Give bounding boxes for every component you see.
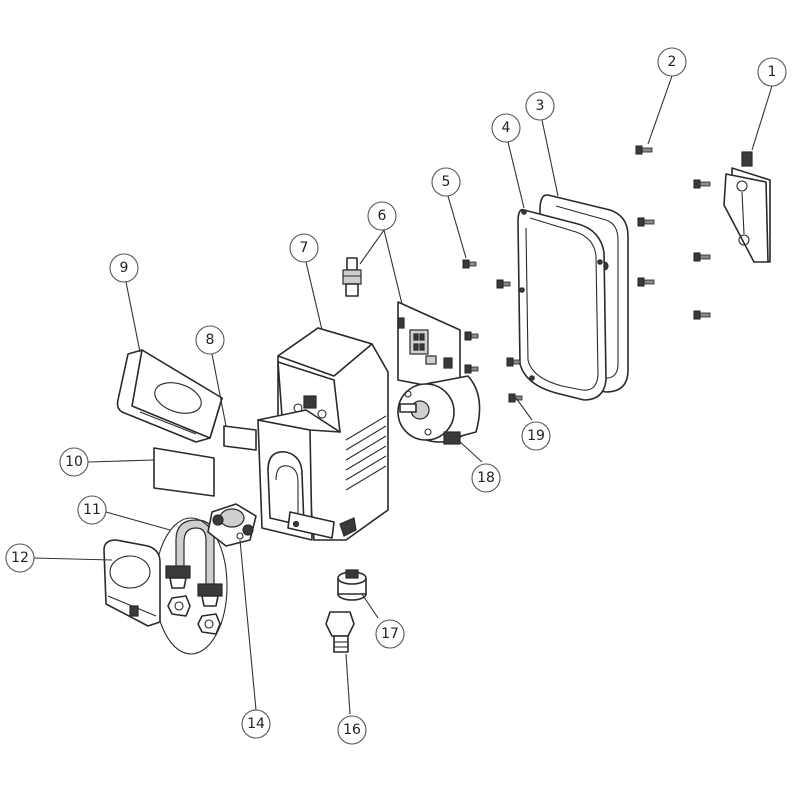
svg-text:1: 1: [768, 64, 777, 80]
part-12-pump-head-cover: [103, 539, 161, 627]
part-8-label-strip: [223, 425, 257, 451]
leader-lines: [33, 75, 773, 715]
callout-6: 6: [367, 201, 397, 231]
part-7-pump-body: [257, 327, 389, 541]
svg-text:7: 7: [300, 240, 309, 256]
part-5-screws: [462, 259, 523, 403]
part-9-front-cover: [116, 349, 223, 443]
svg-text:16: 16: [343, 722, 361, 738]
svg-text:4: 4: [502, 120, 511, 136]
screw: [462, 259, 477, 269]
screw: [464, 364, 479, 374]
svg-text:2: 2: [668, 54, 677, 70]
svg-text:5: 5: [442, 174, 451, 190]
part-17-cap: [337, 569, 367, 601]
screw: [637, 277, 655, 287]
screw: [693, 310, 711, 320]
screw: [496, 279, 511, 289]
callout-2: 2: [657, 47, 687, 77]
callout-5: 5: [431, 167, 461, 197]
callout-1: 1: [757, 57, 787, 87]
callout-balloons: 1 2 3 4 5 6 7 8 9 10 11 12 14 16 17 18 1…: [5, 47, 787, 745]
callout-4: 4: [491, 113, 521, 143]
svg-text:8: 8: [206, 332, 215, 348]
callout-14: 14: [241, 709, 271, 739]
screw: [635, 145, 653, 155]
svg-text:14: 14: [247, 716, 265, 732]
svg-text:17: 17: [381, 626, 399, 642]
part-16-cable-gland: [325, 611, 355, 653]
part-6-cable-fitting: [342, 257, 362, 297]
part-2-screws: [635, 145, 711, 320]
callout-12: 12: [5, 543, 35, 573]
callout-16: 16: [337, 715, 367, 745]
part-6-circuit-board: [397, 301, 461, 393]
screw: [506, 357, 521, 367]
svg-text:12: 12: [11, 550, 29, 566]
screw: [693, 252, 711, 262]
screw: [508, 393, 523, 403]
svg-text:11: 11: [83, 502, 101, 518]
part-1-wall-bracket: [723, 151, 771, 263]
callout-17: 17: [375, 619, 405, 649]
screw: [693, 179, 711, 189]
svg-text:9: 9: [120, 260, 129, 276]
svg-text:3: 3: [536, 98, 545, 114]
callout-7: 7: [289, 233, 319, 263]
svg-text:18: 18: [477, 470, 495, 486]
screw: [464, 331, 479, 341]
svg-text:19: 19: [527, 428, 545, 444]
part-14-roller-rotor: [207, 503, 257, 547]
svg-text:6: 6: [378, 208, 387, 224]
callout-10: 10: [59, 447, 89, 477]
screw: [637, 217, 655, 227]
part-4-gasket: [517, 208, 607, 401]
callout-9: 9: [109, 253, 139, 283]
part-18-motor: [397, 375, 481, 445]
callout-19: 19: [521, 421, 551, 451]
callout-11: 11: [77, 495, 107, 525]
svg-text:10: 10: [65, 454, 83, 470]
callout-8: 8: [195, 325, 225, 355]
callout-18: 18: [471, 463, 501, 493]
callout-3: 3: [525, 91, 555, 121]
part-10-label-plate: [153, 447, 215, 497]
